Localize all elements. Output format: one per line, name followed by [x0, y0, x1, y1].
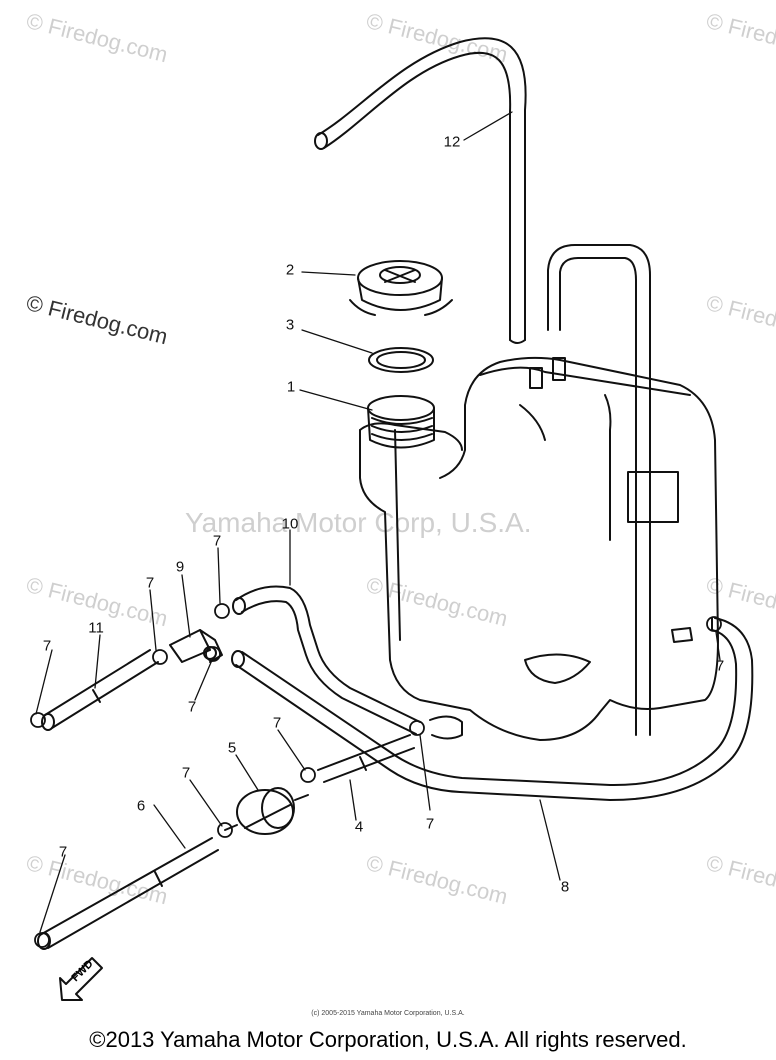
callout-1: 1	[286, 378, 296, 396]
callout-12: 12	[443, 133, 461, 151]
filler-cap-2	[349, 260, 453, 316]
hose-10	[232, 585, 421, 735]
clamps-7	[30, 603, 722, 948]
callout-6: 6	[136, 797, 146, 815]
callout-7: 7	[715, 657, 725, 675]
callout-7: 7	[42, 637, 52, 655]
hose-11	[41, 649, 159, 731]
callout-11: 11	[88, 619, 104, 637]
callout-3: 3	[285, 316, 295, 334]
hose-4	[317, 734, 415, 783]
callout-10: 10	[281, 515, 299, 533]
vent-hose-12	[314, 37, 527, 344]
callout-2: 2	[285, 261, 295, 279]
fuel-filter-5	[224, 787, 309, 835]
callout-7: 7	[58, 843, 68, 861]
watermark-center: Yamaha Motor Corp, U.S.A.	[185, 507, 532, 538]
callout-4: 4	[354, 818, 364, 836]
callout-7: 7	[212, 532, 222, 550]
fuel-tank-1	[359, 356, 719, 741]
callout-7: 7	[145, 574, 155, 592]
gasket-3	[368, 347, 434, 373]
leader-lines	[35, 111, 721, 933]
copyright-notice: ©2013 Yamaha Motor Corporation, U.S.A. A…	[89, 1027, 687, 1052]
frame-8	[231, 244, 754, 801]
callout-7: 7	[181, 764, 191, 782]
joint-9	[169, 629, 223, 663]
callout-9: 9	[175, 558, 185, 576]
callout-7: 7	[272, 714, 282, 732]
callout-8: 8	[560, 878, 570, 896]
callout-5: 5	[227, 739, 237, 757]
callout-7: 7	[187, 698, 197, 716]
fine-print: (c) 2005-2015 Yamaha Motor Corporation, …	[311, 1010, 465, 1017]
fwd-arrow-icon	[59, 957, 103, 1001]
callout-7: 7	[425, 815, 435, 833]
